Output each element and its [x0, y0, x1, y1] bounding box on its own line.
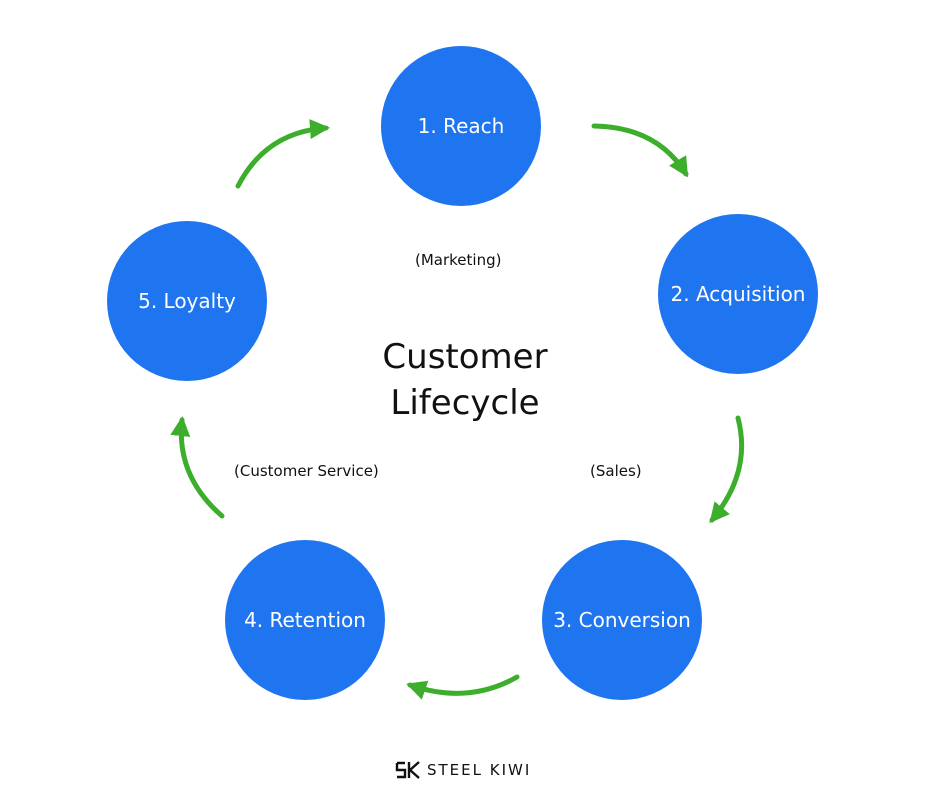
stage-conversion: 3. Conversion — [542, 540, 702, 700]
arrow-acquisition-to-conversion — [709, 415, 745, 524]
stage-reach-label: 1. Reach — [417, 114, 505, 138]
stage-conversion-label: 3. Conversion — [553, 608, 691, 632]
arrow-reach-to-acquisition — [591, 123, 689, 178]
phase-sales-label: (Sales) — [590, 462, 642, 480]
steel-kiwi-logo-icon — [395, 761, 420, 779]
phase-marketing-label: (Marketing) — [415, 251, 502, 269]
stage-reach: 1. Reach — [381, 46, 541, 206]
arrow-retention-to-loyalty — [170, 416, 225, 519]
stage-acquisition-label: 2. Acquisition — [670, 282, 806, 306]
stage-retention: 4. Retention — [225, 540, 385, 700]
stage-loyalty: 5. Loyalty — [107, 221, 267, 381]
brand-name: STEEL KIWI — [427, 761, 532, 779]
stage-acquisition: 2. Acquisition — [658, 214, 818, 374]
phase-service-label: (Customer Service) — [234, 462, 379, 480]
brand-logo: STEEL KIWI — [395, 760, 531, 780]
stage-loyalty-label: 5. Loyalty — [138, 289, 236, 313]
stage-retention-label: 4. Retention — [244, 608, 366, 632]
arrow-loyalty-to-reach — [235, 119, 330, 189]
arrow-conversion-to-retention — [406, 674, 520, 700]
